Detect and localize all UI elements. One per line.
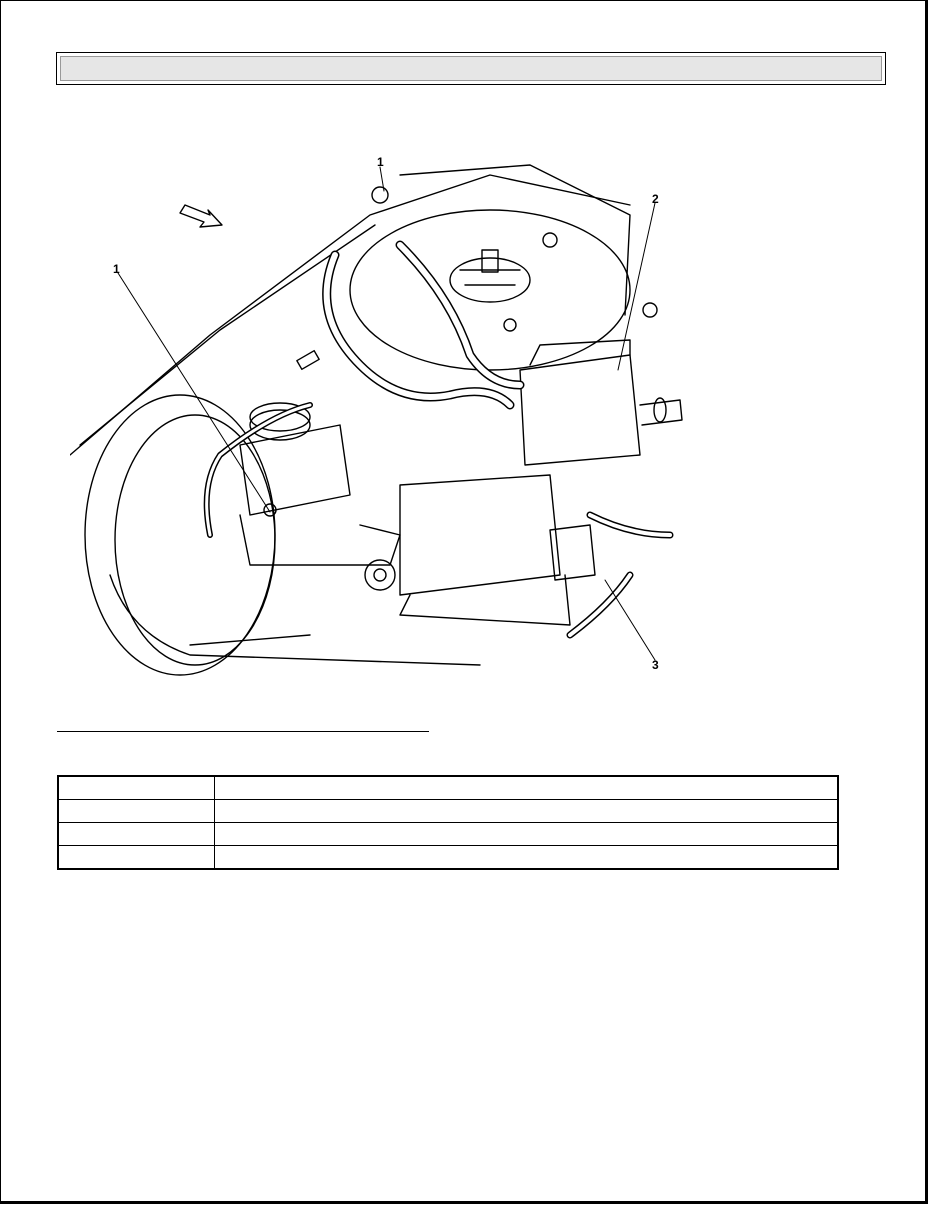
legend-callout-cell xyxy=(57,845,215,870)
legend-description-cell xyxy=(214,799,839,823)
legend-description-cell xyxy=(214,845,839,870)
leader-line-2 xyxy=(617,202,656,371)
figure-caption-rule xyxy=(57,731,429,732)
section-title-text xyxy=(60,56,882,81)
callout-2: 2 xyxy=(652,192,659,206)
legend-callout-cell xyxy=(57,822,215,846)
engine-bay-line-drawing xyxy=(69,164,683,676)
callout-1-left: 1 xyxy=(113,262,120,276)
legend-callout-cell xyxy=(57,775,215,800)
leader-line-1b xyxy=(379,166,385,192)
callout-3: 3 xyxy=(652,658,659,672)
leader-line-1a xyxy=(117,272,271,513)
table-row xyxy=(57,822,839,846)
legend-description-cell xyxy=(214,822,839,846)
section-title-bar xyxy=(56,52,886,85)
legend-callout-cell xyxy=(57,799,215,823)
callout-legend-table xyxy=(57,775,839,870)
leader-line-3 xyxy=(604,579,656,661)
callout-1-top: 1 xyxy=(377,155,384,169)
table-row xyxy=(57,775,839,800)
legend-description-cell xyxy=(214,775,839,800)
component-locator-illustration: 1 1 2 3 xyxy=(69,155,690,680)
table-row xyxy=(57,845,839,870)
table-row xyxy=(57,799,839,823)
